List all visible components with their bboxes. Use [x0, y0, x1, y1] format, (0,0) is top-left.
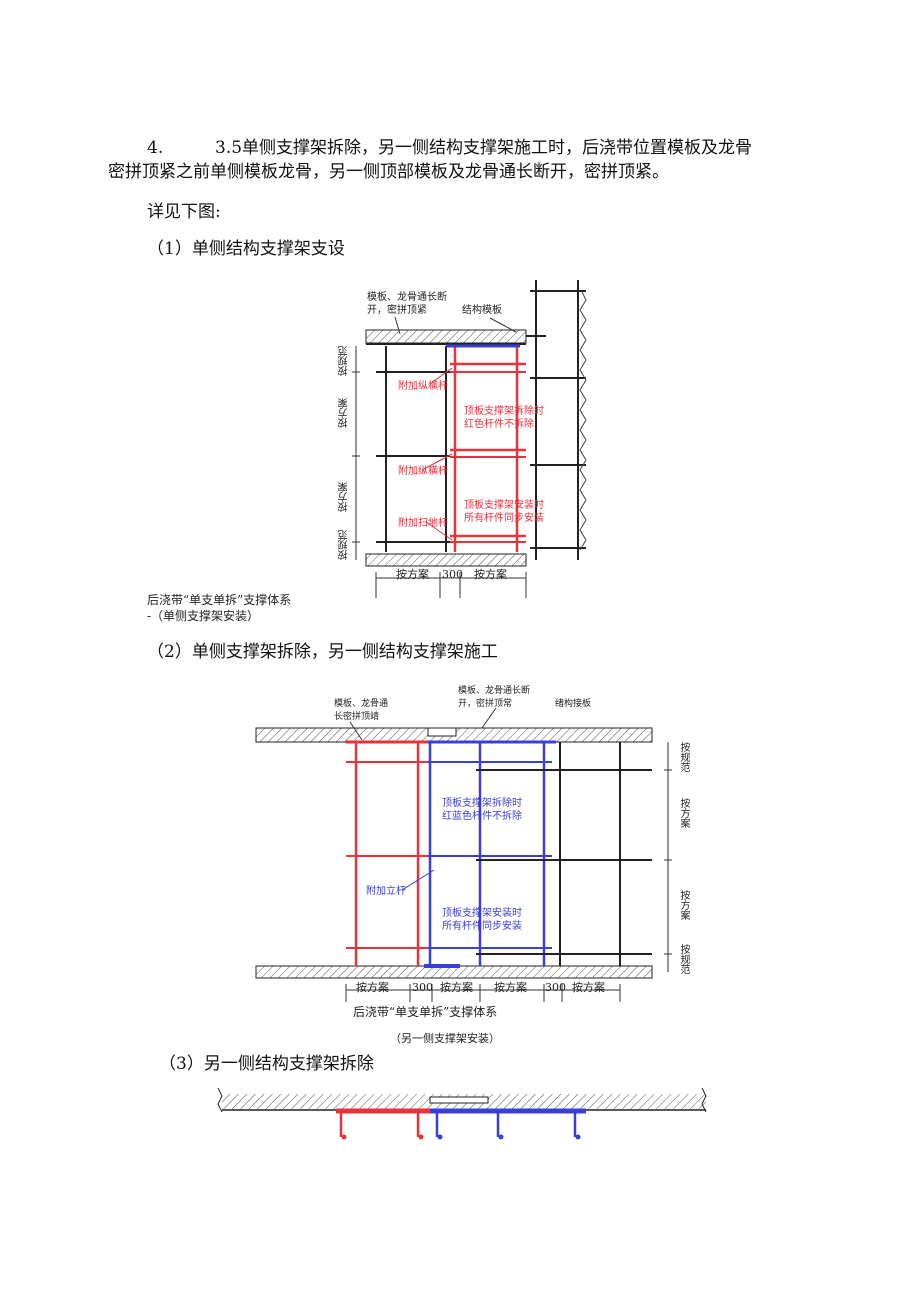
fig1-note-right: 结构模板	[462, 305, 502, 316]
fig2-dim-b4: 按方案	[572, 981, 605, 994]
fig2-dim-right-plan-2: 按方案	[678, 890, 689, 920]
fig1-red-note-2b: 所有杆件同步安装	[464, 513, 544, 524]
paragraph-line-1: 3.5单侧支撑架拆除，另一侧结构支撑架施工时，后浇带位置模板及龙骨	[215, 138, 753, 158]
fig2-bottom-slab	[255, 965, 653, 979]
fig2-note-right: 绪构接板	[555, 699, 592, 709]
fig1-label-added-sweep: 附加扫地杆	[398, 518, 448, 529]
fig1-caption-line-1: 后浇带“单支单拆”支撑体系	[147, 593, 292, 607]
fig3-top-slab	[222, 1094, 706, 1109]
fig1-red-note-1a: 顶板支撑架拆除时	[464, 406, 544, 417]
fig1-red-note-1b: 红色杆件不拆除	[464, 419, 534, 430]
see-below-text: 详见下图:	[147, 202, 221, 222]
fig1-bottom-slab	[365, 553, 527, 567]
fig2-blue-note-1a: 顶板支撑架拆除时	[442, 798, 522, 809]
paragraph-number: 4.	[147, 138, 164, 158]
fig2-note-mid-2: 开，密拼顶常	[458, 699, 513, 709]
fig2-top-slab	[255, 727, 653, 743]
fig2-dim-right-spec-1: 按规范	[678, 742, 689, 772]
fig2-dim-b1: 按方案	[356, 981, 389, 994]
fig2-dim-right-spec-2: 按规范	[678, 944, 689, 974]
fig1-dim-plan-2: 按方案	[339, 482, 350, 512]
fig2-caption-line-1: 后浇带“单支单拆”支撑体系	[353, 1005, 498, 1019]
fig1-note-left-2: 开，密拼顶紧	[367, 305, 427, 316]
fig2-note-left-1: 模板、龙骨通	[334, 699, 389, 709]
fig1-label-added-horizontal-1: 附加纵横杆	[398, 381, 448, 392]
fig1-note-left-1: 模板、龙骨通长断	[367, 292, 447, 303]
fig2-note-left-2: 长密拼顶靖	[334, 712, 380, 722]
heading-3: （3）另一侧结构支撑架拆除	[159, 1054, 374, 1074]
fig2-dim-right-plan-1: 按方案	[678, 798, 689, 828]
fig1-dim-bottom-1: 按方案	[396, 568, 429, 581]
fig1-dim-bottom-300: 300	[442, 568, 463, 581]
fig1-dim-spec-2: 按规范	[339, 530, 350, 560]
fig2-dim-b2: 按方案	[440, 981, 473, 994]
fig2-dim-b300-1: 300	[412, 981, 433, 994]
fig1-dim-bottom-2: 按方案	[474, 568, 507, 581]
fig1-dim-spec-1: 按规范	[339, 346, 350, 376]
fig2-blue-note-2b: 所有杆件同步安装	[442, 921, 522, 932]
fig2-blue-note-1b: 红蓝色杆件不拆除	[442, 811, 522, 822]
paragraph-line-2: 密拼顶紧之前单侧模板龙骨，另一侧顶部模板及龙骨通长断开，密拼顶紧。	[108, 162, 669, 182]
heading-2: （2）单侧支撑架拆除，另一侧结构支撑架施工	[147, 642, 498, 662]
fig1-label-added-horizontal-2: 附加纵横杆	[398, 466, 448, 477]
fig2-blue-note-2a: 顶板支撑架安装时	[442, 908, 522, 919]
fig1-top-slab	[365, 329, 527, 344]
fig2-label-added-post: 附加立杆	[366, 886, 406, 897]
heading-1: （1）单侧结构支撑架支设	[147, 239, 345, 259]
fig2-dim-b300-2: 300	[545, 981, 566, 994]
fig1-red-note-2a: 顶板支撑架安装时	[464, 500, 544, 511]
fig2-dim-b3: 按方案	[494, 981, 527, 994]
fig1-caption-line-2: -（单侧支撑架安装）	[147, 609, 260, 623]
fig2-note-mid-1: 模板、龙骨通长断	[458, 686, 531, 696]
fig2-caption-line-2: （另一侧支撑架安装）	[390, 1032, 500, 1045]
fig1-dim-plan-1: 按方案	[339, 398, 350, 428]
